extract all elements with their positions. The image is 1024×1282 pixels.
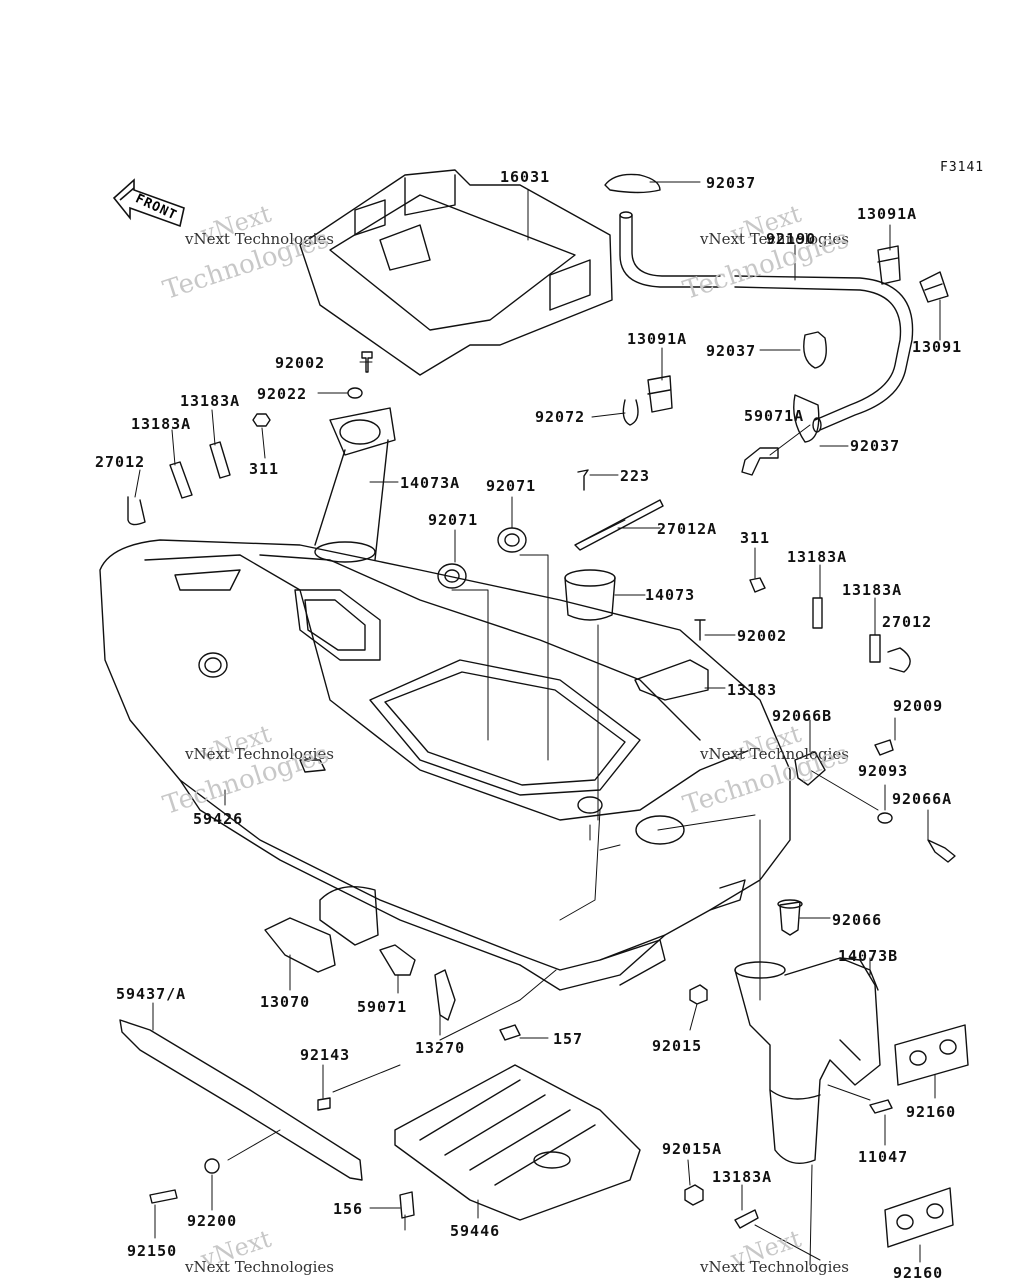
part-label: 59071A [744, 407, 805, 425]
part-label: 27012A [657, 520, 718, 538]
part-label: 14073B [838, 947, 899, 965]
plates-92160 [884, 1024, 969, 1248]
part-label: 13183A [131, 415, 192, 433]
part-label: 27012 [882, 613, 933, 631]
part-label: 92066B [772, 707, 833, 725]
leader-lines [134, 181, 941, 1266]
part-label: 16031 [500, 168, 551, 186]
part-label: 92072 [535, 408, 586, 426]
pads-13091 [647, 245, 949, 413]
part-label: 13091A [857, 205, 918, 223]
part-label: 13183A [842, 581, 903, 599]
screw-223 [577, 469, 589, 491]
part-label: 223 [620, 467, 651, 485]
part-label: 92160 [893, 1264, 944, 1282]
washer-92200 [204, 1158, 220, 1174]
part-label: 59426 [193, 810, 244, 828]
grommets-92071 [437, 527, 527, 589]
part-label: 156 [333, 1200, 364, 1218]
part-label: 92037 [850, 437, 901, 455]
part-label: 59446 [450, 1222, 501, 1240]
part-label: 92160 [906, 1103, 957, 1121]
part-label: 92066A [892, 790, 953, 808]
part-label: 13091 [912, 338, 963, 356]
part-label: 92071 [428, 511, 479, 529]
bracket-set-right [634, 577, 911, 701]
part-label: 92037 [706, 342, 757, 360]
nut-92015A [684, 1184, 704, 1206]
figure-code: F3141 [940, 160, 985, 175]
strake-59437A [119, 1019, 363, 1181]
part-label: 92190 [766, 230, 817, 248]
link-13183A-bottom [734, 1209, 759, 1229]
fittings-right [794, 739, 956, 863]
hull-body [99, 539, 791, 991]
part-label: 92002 [275, 354, 326, 372]
part-label: 311 [740, 529, 771, 547]
cap-14073 [564, 569, 616, 621]
fittings-lower [379, 944, 708, 1041]
fitting-59071A [741, 447, 779, 476]
part-label: 59437/A [116, 985, 187, 1003]
part-label: 59071 [357, 998, 408, 1016]
part-label: 92015A [662, 1140, 723, 1158]
tray-16031 [299, 169, 613, 376]
part-label: 92066 [832, 911, 883, 929]
part-label: 157 [553, 1030, 584, 1048]
cover-13070 [264, 886, 379, 973]
washer-92022 [347, 387, 363, 399]
part-label: 92037 [706, 174, 757, 192]
part-label: 92150 [127, 1242, 178, 1260]
tube-14073A [314, 407, 396, 563]
part-label: 311 [249, 460, 280, 478]
part-label: 92143 [300, 1046, 351, 1064]
bolt-92143 [317, 1097, 331, 1111]
bracket-set-left [127, 413, 271, 526]
part-label: 13070 [260, 993, 311, 1011]
bolt-11047 [869, 1099, 893, 1114]
part-label: 92022 [257, 385, 308, 403]
clamps [604, 173, 827, 443]
bolt-92002-top [361, 351, 373, 373]
part-label: 92002 [737, 627, 788, 645]
part-label: 92009 [893, 697, 944, 715]
part-label: 14073 [645, 586, 696, 604]
part-label: 13270 [415, 1039, 466, 1057]
part-label: 92093 [858, 762, 909, 780]
part-label: 27012 [95, 453, 146, 471]
front-arrow: FRONT [112, 178, 190, 244]
part-label: 92200 [187, 1212, 238, 1230]
bolt-92150 [149, 1189, 178, 1204]
part-label: 13183A [180, 392, 241, 410]
grate-59446 [394, 1064, 641, 1221]
part-label: 13183A [712, 1168, 773, 1186]
part-label: 92071 [486, 477, 537, 495]
vent-59426 [299, 759, 326, 773]
part-label: 13183 [727, 681, 778, 699]
part-label: 13091A [627, 330, 688, 348]
part-label: 92015 [652, 1037, 703, 1055]
part-label: 13183A [787, 548, 848, 566]
part-label: 14073A [400, 474, 461, 492]
tank-14073B [734, 899, 881, 1164]
part-label: 11047 [858, 1148, 909, 1166]
strap-27012A [574, 499, 664, 551]
